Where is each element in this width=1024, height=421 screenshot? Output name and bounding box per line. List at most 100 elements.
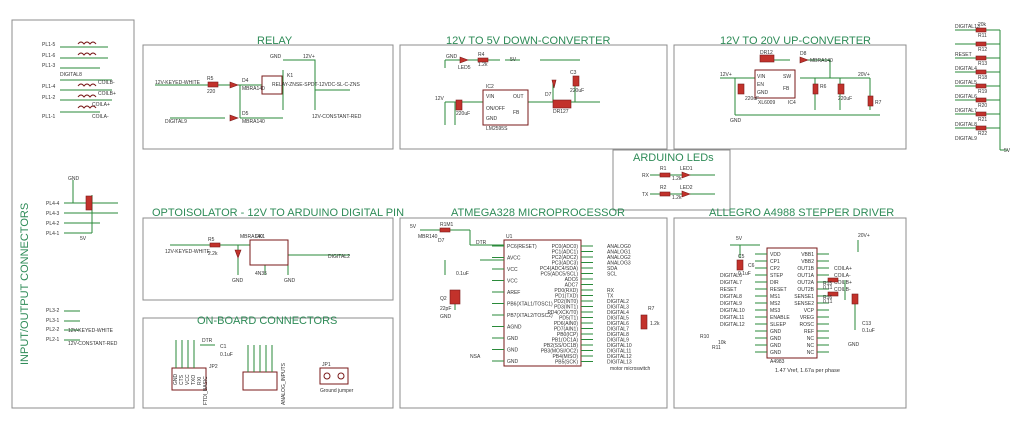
io-mid-conn-3: PL4-2 (46, 221, 60, 227)
down-converter-title: 12V TO 5V DOWN-CONVERTER (446, 35, 610, 47)
atmega-left-pin: AGND (507, 325, 522, 331)
atmega-right-pin: PC5(ADC5/SCL) (540, 272, 578, 278)
up-lbl-3: 12V+ (720, 72, 732, 78)
up-lbl-2: MBRA140 (810, 58, 833, 64)
relay-diode-d5 (229, 114, 239, 122)
down-converter-frame (399, 44, 668, 150)
atmega-left-pin: PC6(RESET) (507, 244, 537, 250)
down-lbl-10: FB (513, 110, 520, 116)
atmega-net-label: DIGITAL7 (607, 327, 629, 333)
io-mid-conn-4: PL4-1 (46, 231, 60, 237)
io-bot-net-1: 12V-KEYED-WHITE (68, 328, 114, 334)
atmega-misc-10: GND (440, 314, 452, 320)
pullup-r-1 (975, 27, 987, 33)
relay-circuit: 12V-KEYED-WHITE DIGITAL9 12V+ K1 RELAY-Z… (155, 54, 362, 125)
atmega-right-pin: PB0(ICP) (557, 332, 578, 338)
down-led5 (459, 56, 469, 64)
onboard-lbl-12: Ground jumper (320, 388, 354, 394)
atmega-net-label: RX (607, 288, 615, 294)
atmega-r1m1 (439, 227, 451, 233)
a4988-right-pin: VBB2 (801, 259, 814, 265)
atmega-right-pin: PD4(XCK/T0) (547, 310, 578, 316)
atmega-net-label: DIGITAL11 (607, 349, 631, 355)
up-cap1 (737, 83, 745, 95)
relay-lbl-4: RELAY-ZNSE-SPDT-12VDC-SL-C-ZNS (272, 82, 360, 88)
up-lbl-11: IC4 (788, 100, 796, 106)
a4988-left-pins: VDDCP1CP2STEPDIRRESETMS1MS2MS3ENABLESLEE… (720, 252, 790, 356)
atmega-right-pins: PC0(ADC0)PC1(ADC1)PC2(ADC2)PC3(ADC3)PC4(… (540, 244, 632, 366)
atmega-net-label: DIGITAL13 (607, 360, 632, 366)
down-lbl-4: 5V (510, 57, 517, 63)
atmega-crystal (449, 289, 461, 305)
pullup-res-4: R18 (978, 75, 987, 81)
a4988-net-label: DIGITAL9 (720, 301, 742, 307)
onboard-lbl-11: JP1 (322, 362, 331, 368)
up-r6 (812, 83, 819, 95)
atmega-left-pin: VCC (507, 279, 518, 285)
a4988-note: 1.47 Vref, 1.67a per phase (775, 368, 840, 374)
atmega-right-pin: PB2(SS/OC1B) (544, 343, 579, 349)
led-lbl-led2: LED2 (680, 185, 693, 191)
relay-lbl-0: 12V-KEYED-WHITE (155, 80, 201, 86)
pullup-res-7: R21 (978, 117, 987, 123)
a4988-misc-7: 0.11 (823, 299, 833, 305)
atmega-r7 (640, 314, 648, 330)
onboard-analog-header (242, 371, 278, 391)
onboard-lbl-5: DTR (202, 338, 213, 344)
io-net-5: COILA- (92, 114, 109, 120)
io-net-4: COILA+ (92, 102, 110, 108)
atmega-net-label: DIGITAL2 (607, 299, 629, 305)
down-converter-circuit: GND LED5 R4 1.2k 5V 12V IC2 LM2595S VIN … (435, 52, 600, 132)
io-mid-conn-2: PL4-3 (46, 211, 60, 217)
onboard-lbl-3: TXO (191, 375, 197, 385)
atmega-right-pin: PD1(TXD) (555, 294, 578, 300)
pullup-r-5 (975, 83, 987, 89)
led-lbl-v2: 1.2k (672, 195, 682, 201)
up-lbl-15: R6 (820, 84, 827, 90)
up-lbl-6: EN (757, 82, 764, 88)
io-net-2: COILB- (98, 80, 115, 86)
relay-resistor (207, 81, 219, 88)
relay-lbl-1: DIGITAL9 (165, 119, 187, 125)
atmega-net-label: DIGITAL8 (607, 332, 629, 338)
led-lbl-led1: LED1 (680, 166, 693, 172)
io-bot-net-2: 12V-CONSTANT-RED (68, 341, 118, 347)
down-lbl-11: ON/OFF (486, 106, 505, 112)
atmega-misc-4: DTR (476, 240, 487, 246)
optoisolator-title: OPTOISOLATOR - 12V TO ARDUINO DIGITAL PI… (152, 207, 404, 219)
led-1 (681, 171, 691, 179)
relay-lbl-3: K1 (287, 73, 293, 79)
onboard-jp1-pin2 (337, 372, 345, 380)
a4988-r16 (827, 291, 839, 297)
atmega-net-label: DIGITAL3 (607, 305, 629, 311)
a4988-right-pin: SENSE1 (794, 294, 814, 300)
io-bot-conn-2: PL3-1 (46, 318, 60, 324)
onboard-frame (142, 317, 394, 409)
onboard-lbl-1: CTS (179, 374, 185, 385)
a4988-misc-1: C5 (738, 254, 745, 260)
atmega-switch: motor microswitch (610, 366, 651, 372)
atmega-net-label: ANALOG2 (607, 255, 631, 261)
io-conn-5: PL1-2 (42, 95, 56, 101)
opto-diode (234, 249, 242, 259)
pullup-res-5: R19 (978, 89, 987, 95)
pullup-res-8: R22 (978, 131, 987, 137)
down-lbl-0: GND (446, 54, 458, 60)
atmega-circuit: PC6(RESET)AVCCVCCVCCAREFPB6(XTAL1/TOSC1)… (410, 222, 660, 372)
a4988-misc-5: 0.11 (823, 285, 833, 291)
atmega-right-pin: PB1(OC1A) (552, 338, 579, 344)
a4988-coil-label: COILA+ (834, 266, 852, 272)
opto-lbl-6: GND (232, 278, 244, 284)
atmega-misc-3: D7 (438, 238, 445, 244)
a4988-c13 (851, 293, 859, 305)
relay-lbl-8: MBRA140 (242, 86, 265, 92)
up-lbl-8: SW (783, 74, 791, 80)
relay-lbl-2: 12V+ (303, 54, 315, 60)
down-ic2 (482, 89, 529, 126)
opto-lbl-1: R5 (208, 237, 215, 243)
atmega-right-pin: PC1(ADC1) (552, 250, 579, 256)
led-lbl-v1: 1.2k (672, 176, 682, 182)
down-lbl-13: 220uF (456, 111, 470, 117)
led-lbl-r1: R1 (660, 166, 667, 172)
arduino-leds-frame (612, 149, 731, 211)
